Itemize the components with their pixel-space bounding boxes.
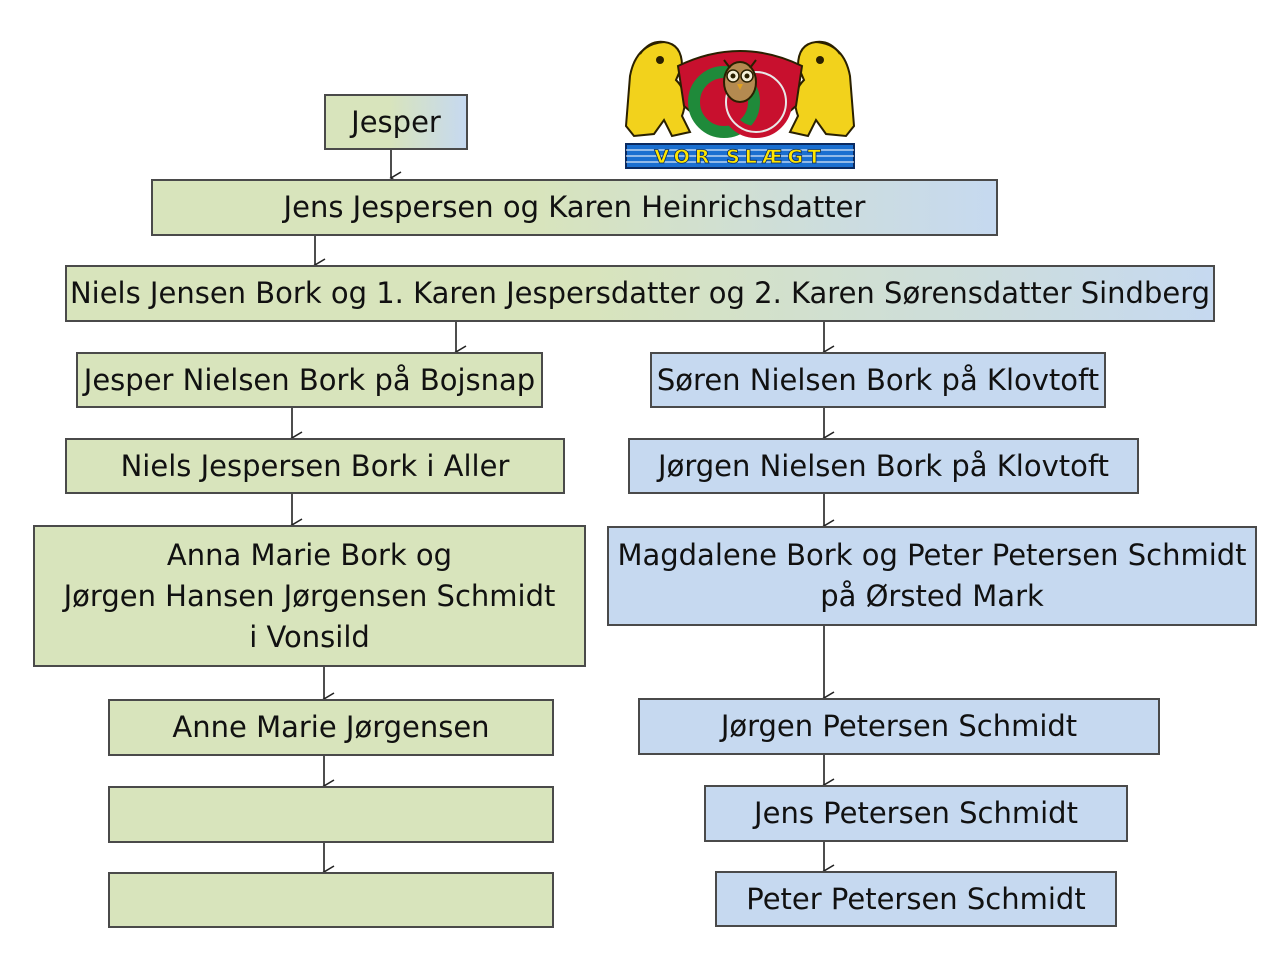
node-right-1: Søren Nielsen Bork på Klovtoft bbox=[650, 352, 1106, 408]
node-gen3-label: Niels Jensen Bork og 1. Karen Jespersdat… bbox=[69, 276, 1211, 310]
node-gen2: Jens Jespersen og Karen Heinrichsdatter bbox=[151, 179, 998, 236]
node-right-2-label: Jørgen Nielsen Bork på Klovtoft bbox=[658, 448, 1109, 483]
node-gen2-label: Jens Jespersen og Karen Heinrichsdatter bbox=[283, 190, 866, 224]
node-left-2-label: Niels Jespersen Bork i Aller bbox=[120, 448, 510, 483]
node-right-2: Jørgen Nielsen Bork på Klovtoft bbox=[628, 438, 1139, 494]
node-left-3: Anna Marie Bork og Jørgen Hansen Jørgens… bbox=[33, 525, 586, 667]
node-root-label: Jesper bbox=[351, 104, 441, 139]
vor-slaegt-crest-logo: VOR SLÆGT bbox=[624, 40, 856, 169]
node-right-4: Jørgen Petersen Schmidt bbox=[638, 698, 1160, 755]
node-left-4-label: Anne Marie Jørgensen bbox=[172, 710, 490, 744]
node-left-4: Anne Marie Jørgensen bbox=[108, 699, 554, 756]
node-left-1-label: Jesper Nielsen Bork på Bojsnap bbox=[83, 362, 536, 397]
node-left-5 bbox=[108, 786, 554, 843]
node-root: Jesper bbox=[324, 94, 468, 150]
node-right-6: Peter Petersen Schmidt bbox=[715, 871, 1117, 927]
owl-icon bbox=[723, 59, 757, 103]
node-left-6 bbox=[108, 872, 554, 928]
node-right-4-label: Jørgen Petersen Schmidt bbox=[720, 709, 1078, 743]
right-lion-icon bbox=[788, 40, 856, 138]
banner: VOR SLÆGT bbox=[625, 143, 855, 169]
node-right-5: Jens Petersen Schmidt bbox=[704, 785, 1128, 842]
banner-text: VOR SLÆGT bbox=[654, 146, 825, 168]
node-right-5-label: Jens Petersen Schmidt bbox=[754, 796, 1078, 830]
node-left-1: Jesper Nielsen Bork på Bojsnap bbox=[76, 352, 543, 408]
node-right-3: Magdalene Bork og Peter Petersen Schmidt… bbox=[607, 526, 1257, 626]
node-gen3: Niels Jensen Bork og 1. Karen Jespersdat… bbox=[65, 265, 1215, 322]
node-right-3-label: Magdalene Bork og Peter Petersen Schmidt… bbox=[617, 538, 1247, 613]
node-left-2: Niels Jespersen Bork i Aller bbox=[65, 438, 565, 494]
node-right-1-label: Søren Nielsen Bork på Klovtoft bbox=[656, 362, 1100, 397]
node-left-3-label: Anna Marie Bork og Jørgen Hansen Jørgens… bbox=[63, 537, 556, 654]
left-lion-icon bbox=[624, 40, 692, 138]
node-right-6-label: Peter Petersen Schmidt bbox=[746, 881, 1086, 916]
